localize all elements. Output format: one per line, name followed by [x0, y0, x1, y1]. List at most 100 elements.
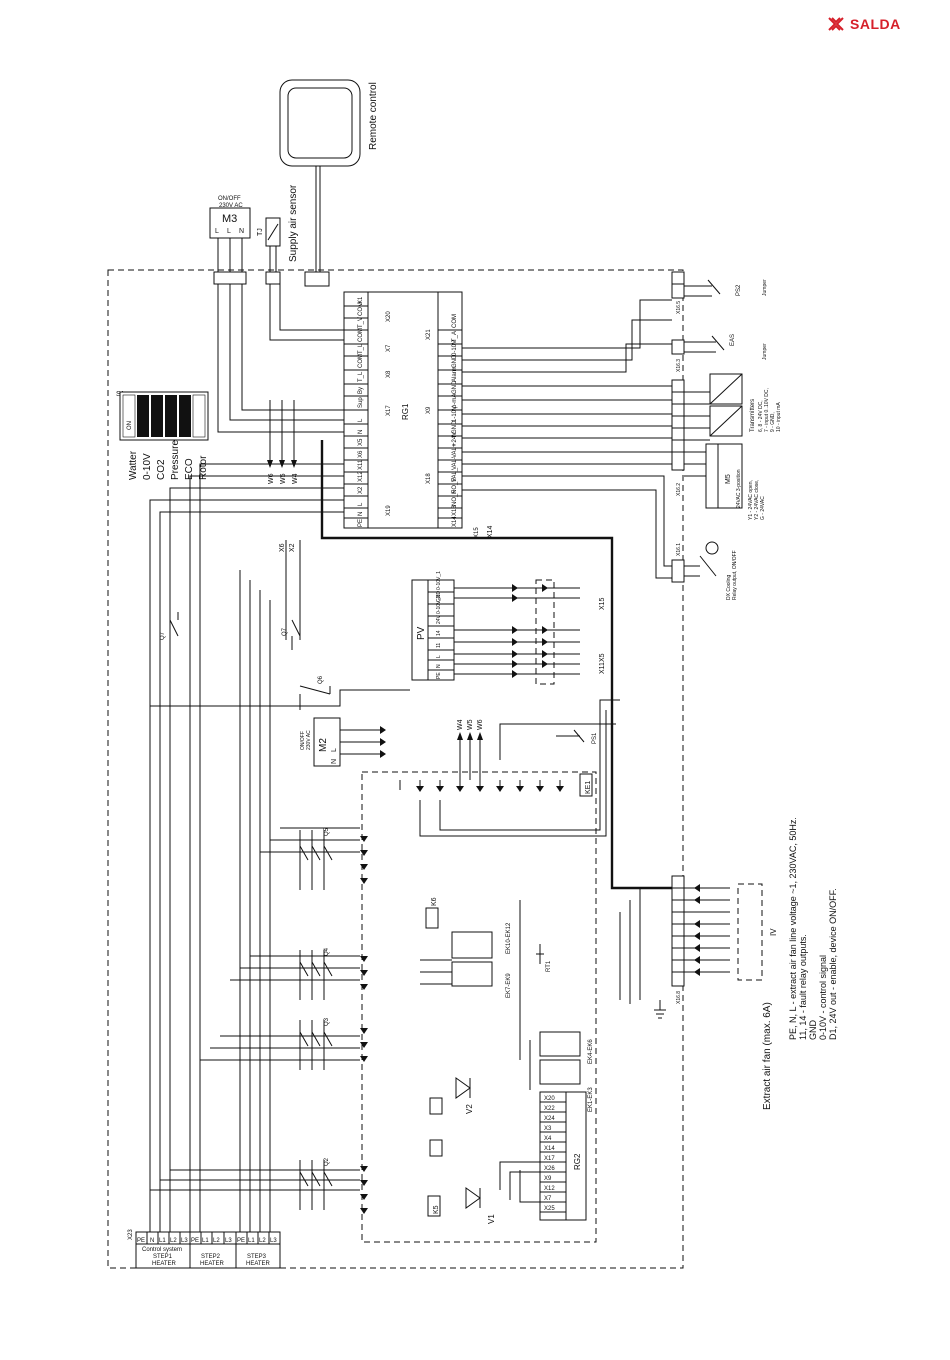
- x16-2-tag: X16.2: [676, 483, 682, 496]
- k5-label: K5: [433, 1205, 440, 1214]
- x19-pin-6: L: [358, 502, 364, 506]
- m5-note-3: G - 24VAC: [760, 496, 766, 520]
- x9-pin-1: 0-10V: [452, 340, 458, 356]
- contactor-q5: Q5: [299, 827, 368, 890]
- heater2-name: STEP2: [201, 1254, 221, 1260]
- pv-pin-6: 11: [436, 643, 442, 648]
- x18-pin-1: NO_F: [452, 478, 458, 494]
- rg1-to-heater-wires: [149, 463, 344, 1232]
- heater1-sub: HEATER: [152, 1261, 177, 1267]
- terminal-x16-5: [671, 271, 685, 285]
- s1-on: ON: [127, 421, 133, 430]
- heater-feed-horizontals: [150, 827, 360, 1191]
- extract-note-4: 0-10V - control signal: [818, 955, 828, 1040]
- rg2-pin-1: X20: [544, 1096, 555, 1102]
- eas-label: EAS: [730, 334, 736, 346]
- x9-pin-3: Alarm: [452, 366, 458, 382]
- x21-pin-2: T_A: [452, 331, 458, 342]
- w-outputs: W6 W5 W4: [267, 400, 299, 484]
- x9-pin-8: +24V: [452, 432, 458, 446]
- switch-eas: EAS Jumper: [684, 334, 768, 360]
- x9-pin-2: GND: [452, 354, 458, 368]
- ek-label-3: EK4-EK6: [588, 1039, 594, 1064]
- m2-head: ON/OFF: [300, 731, 306, 750]
- x15-pv-label: X15: [599, 597, 606, 610]
- unit-boundary: [107, 269, 684, 1269]
- pv-pin-7: L: [436, 655, 442, 658]
- x17-pin-2: Sup: [358, 397, 364, 408]
- pv-pins: 0-10V_1 GND 0-10V_2 24V 14 11 L N PE: [428, 571, 454, 679]
- x20-label: X20: [386, 311, 392, 322]
- m5-note-1: Y1 - 24VAC open,: [748, 480, 754, 520]
- q7-a-label: Q7: [160, 631, 166, 640]
- x8-pin-2: T_L: [358, 371, 364, 382]
- heater1-pin-5: L3: [181, 1238, 188, 1244]
- heater1-caption: Control system: [142, 1247, 182, 1253]
- contactor-q3: Q3: [299, 1017, 368, 1070]
- heater3-pin-3: L2: [259, 1238, 266, 1244]
- heater3-pin-1: PE: [237, 1238, 245, 1244]
- heater1-pin-2: N: [150, 1238, 154, 1244]
- x16-3-tag: X16.3: [676, 359, 682, 372]
- x18-x15-label: X15: [474, 527, 480, 538]
- x9-pin-11: VAL_: [452, 467, 458, 482]
- x19-label: X19: [386, 505, 392, 516]
- heater1-name: STEP1: [153, 1254, 173, 1260]
- m3-sub: 230V AC: [219, 203, 243, 209]
- rg2-pin-4: X3: [544, 1126, 552, 1132]
- brand-logo: SALDA: [828, 16, 901, 32]
- rt1-label: RT1: [546, 960, 552, 972]
- s1-option-5: ECO: [184, 458, 195, 480]
- x16-8-tag: X16.8: [676, 991, 682, 1004]
- rg1-name: RG1: [401, 403, 410, 420]
- heater3-name: STEP3: [247, 1254, 267, 1260]
- m2-name: M2: [318, 738, 329, 752]
- w-label-1: W6: [268, 473, 275, 484]
- extract-fan-section: IV Extract air fan (max. 6A) PE, N, L - …: [684, 817, 838, 1110]
- x19-pin-1: X5: [358, 438, 364, 446]
- extract-note-5: D1, 24V out - enable, device ON/OFF.: [828, 888, 838, 1040]
- damper-m3: ON/OFF 230V AC M3 L L N: [209, 196, 251, 239]
- pv-pin-9: PE: [436, 672, 442, 679]
- rg1-left-pins: X1 COM T_V COM T_L COM T_L By Sup L N X5…: [344, 296, 392, 527]
- m3-pin-3: N: [239, 228, 244, 235]
- m2-terminals: [380, 726, 386, 758]
- rg2-pin-7: X17: [544, 1156, 555, 1162]
- x7-pin-1: COM: [358, 328, 364, 342]
- s1-option-3: CO2: [156, 459, 167, 480]
- x20-pin-3: T_V: [358, 317, 364, 328]
- rg2-pin-5: X4: [544, 1136, 552, 1142]
- top-input-wires: [217, 284, 344, 433]
- q6-wire: [150, 689, 410, 707]
- m5-note-2: Y2 - 24VAC close,: [754, 480, 760, 520]
- ground-symbol: [654, 1000, 666, 1019]
- x8-pin-1: COM: [358, 354, 364, 368]
- pv-pin-5: 14: [436, 630, 442, 636]
- x17-label: X17: [386, 405, 392, 416]
- ek-label-4: EK1-EK3: [588, 1087, 594, 1112]
- controller-rg1: RG1 X1 COM T_V COM T_L COM T_L By Sup L …: [343, 291, 480, 538]
- heater2-pin-4: L3: [225, 1238, 232, 1244]
- w6-label: W6: [477, 719, 484, 730]
- x18-pin-2: NO_F: [452, 490, 458, 506]
- main-bus: [320, 440, 676, 890]
- transmitter-note-3: 9 - GND,: [770, 412, 776, 432]
- x16-8-links: [619, 888, 641, 1004]
- rg2-pin-6: X14: [544, 1146, 555, 1152]
- x17-pin-4: N: [358, 430, 364, 434]
- heater-compartment: [361, 771, 597, 1243]
- m2-pin-2: L: [331, 748, 338, 752]
- extract-title: Extract air fan (max. 6A): [762, 1002, 773, 1110]
- x19-pin-7: N: [358, 512, 364, 516]
- sensor-rt1: RT1: [536, 944, 552, 972]
- transmitter-note-2: 7 - input 0..10V DC,: [764, 388, 770, 432]
- m3-head: ON/OFF: [218, 196, 241, 202]
- x17-pin-1: By: [358, 387, 364, 394]
- x9-pin-9: VAL+: [452, 443, 458, 458]
- terminal-row-x30-markers: [416, 786, 564, 792]
- rg2-pin-11: X7: [544, 1196, 552, 1202]
- heater-terminal-blocks: X23 PE N L1 L2 L3 PE L1 L2 L3 PE L1 L2 L…: [128, 1229, 281, 1269]
- m2-sub: 230V AC: [306, 730, 312, 750]
- pv-name: PV: [416, 626, 427, 640]
